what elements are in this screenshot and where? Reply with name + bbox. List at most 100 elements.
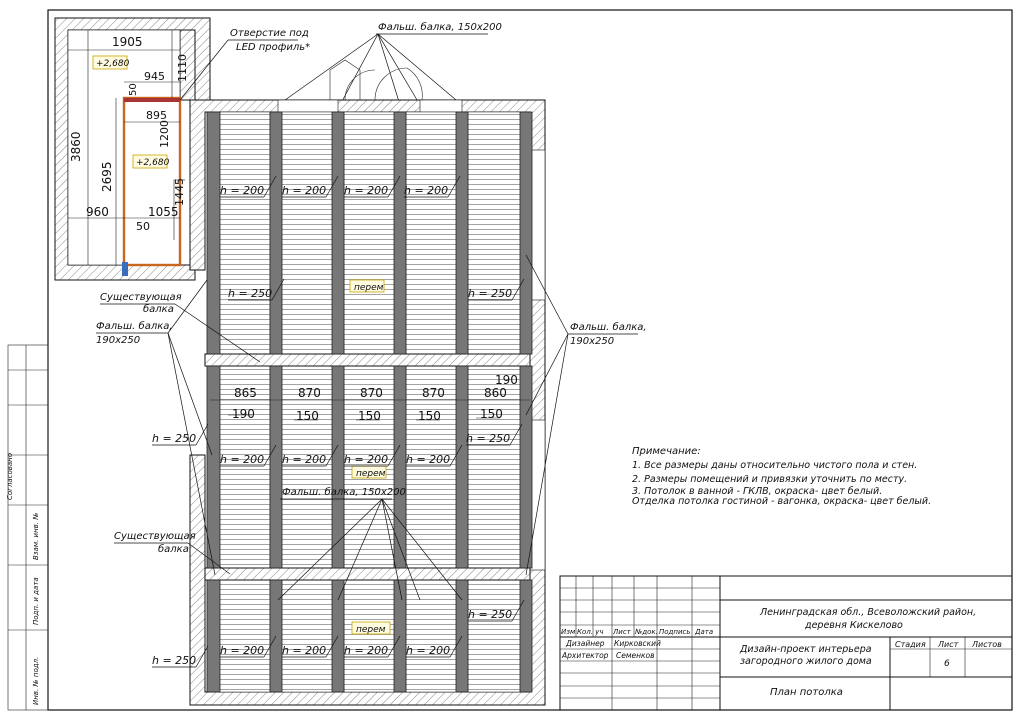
stamp-approved: Согласовано <box>6 453 14 500</box>
dim-50-bottom: 50 <box>136 220 150 233</box>
dim-870-c: 870 <box>422 386 445 400</box>
drawing-title: План потолка <box>770 687 843 698</box>
height-label: h = 200 <box>220 644 264 657</box>
col-izm: Изм <box>561 628 576 636</box>
dim-860: 860 <box>484 386 507 400</box>
title-block: Изм Кол. уч Лист №док. Подпись Дата Диза… <box>559 575 1013 711</box>
board-panel <box>279 111 335 355</box>
height-label-leader <box>447 175 461 198</box>
height-label-leader <box>263 175 277 198</box>
stamp-inv-orig: Инв. № подл. <box>32 657 40 705</box>
false-beam <box>206 365 221 569</box>
dim-3860: 3860 <box>69 131 83 162</box>
dim-2695: 2695 <box>100 161 114 192</box>
board-panel <box>343 579 397 693</box>
false-beam <box>519 579 533 693</box>
height-label-leader <box>263 635 277 658</box>
height-label-leader <box>449 635 463 658</box>
height-label-leader <box>271 278 285 301</box>
dim-895: 895 <box>146 109 167 122</box>
name-designer: Кирковский <box>614 639 661 648</box>
height-label-leader <box>263 444 277 467</box>
dim-865: 865 <box>234 386 257 400</box>
left-annotations: Существующая балка Фальш. балка, 190x250… <box>96 279 261 576</box>
height-label: h = 250 <box>466 432 510 445</box>
level-badge-top: +2,680 <box>96 59 130 69</box>
height-label-leader <box>449 444 463 467</box>
false-beam <box>269 111 283 355</box>
right-annotation: Фальш. балка, 190x250 <box>525 254 647 576</box>
dim-1200: 1200 <box>158 120 171 148</box>
bathroom-plan: 1905 1110 945 50 895 1200 3860 2695 1445… <box>54 17 211 281</box>
existing-beam-1-line2: балка <box>143 303 174 315</box>
false-beam <box>269 365 283 569</box>
note-4: Отделка потолка гостиной - вагонка, окра… <box>632 496 931 507</box>
notes-title: Примечание: <box>632 446 701 457</box>
false-beam-mid-label: Фальш. балка, 150x200 <box>282 486 406 498</box>
height-label-leader <box>325 175 339 198</box>
board-panel <box>467 579 523 693</box>
height-label-leader <box>509 423 523 446</box>
height-label-leader <box>387 444 401 467</box>
dim-870-b: 870 <box>360 386 383 400</box>
height-label: h = 250 <box>468 608 512 621</box>
dim-945: 945 <box>144 70 165 83</box>
location-line2: деревня Кискелово <box>804 620 903 631</box>
false-beam <box>206 111 221 355</box>
false-beam <box>519 111 533 355</box>
height-label: h = 200 <box>406 644 450 657</box>
dim-150-a: 150 <box>296 409 319 423</box>
col-kol: Кол. уч <box>577 628 603 636</box>
dim-190: 190 <box>232 407 255 421</box>
height-label-leader <box>325 444 339 467</box>
note-1: 1. Все размеры даны относительно чистого… <box>632 460 917 471</box>
height-label-leader <box>325 635 339 658</box>
existing-beam-2-line1: Существующая <box>114 531 196 542</box>
height-label: h = 250 <box>152 432 196 445</box>
project-line1: Дизайн-проект интерьера <box>739 644 872 655</box>
living-room-plan: перем перем перем <box>185 59 546 706</box>
false-beam <box>455 365 469 569</box>
note-3: 3. Потолок в ванной - ГКЛВ, окраска- цве… <box>632 486 882 497</box>
dim-1905: 1905 <box>112 35 143 49</box>
led-hole-line1: Отверстие под <box>230 28 309 39</box>
stamp-sign-date: Подп. и дата <box>32 577 40 625</box>
spacing-dims: 865 870 870 870 860 190 190 150 150 150 … <box>210 373 530 423</box>
false-beam-top-label: Фальш. балка, 150x200 <box>378 21 502 33</box>
col-doc: №док. <box>634 628 658 636</box>
name-architect: Семенков <box>616 651 655 660</box>
sheet-number: 6 <box>944 659 950 669</box>
existing-beam-1-line1: Существующая <box>100 292 182 303</box>
height-label: h = 200 <box>344 644 388 657</box>
height-labels: h = 200 h = 200 h = 200 h = 200 h = 250 h = 2… <box>152 175 525 668</box>
height-label: h = 250 <box>228 287 272 300</box>
height-label: h = 250 <box>468 287 512 300</box>
existing-beam-top <box>204 353 531 367</box>
location-line1: Ленинградская обл., Всеволожский район, <box>759 607 976 618</box>
height-label-leader <box>195 423 209 446</box>
false-beam <box>519 365 533 569</box>
false-beam <box>206 579 221 693</box>
perem-badge-3: перем <box>356 625 386 635</box>
col-sign: Подпись <box>659 628 691 636</box>
dim-1055: 1055 <box>148 205 179 219</box>
false-beam-top-note: Фальш. балка, 150x200 <box>277 21 502 106</box>
perem-badge-2: перем <box>356 469 386 479</box>
false-beam <box>455 111 469 355</box>
role-designer: Дизайнер <box>565 639 605 648</box>
height-label: h = 200 <box>344 453 388 466</box>
false-beams <box>206 111 533 693</box>
col-list: Лист <box>612 628 632 636</box>
false-beam <box>393 111 407 355</box>
dim-150-b: 150 <box>358 409 381 423</box>
height-label-leader <box>511 599 525 622</box>
height-label-leader <box>387 635 401 658</box>
led-hole-line2: LED профиль* <box>236 42 310 53</box>
height-label: h = 200 <box>282 453 326 466</box>
dim-190-top-right: 190 <box>495 373 518 387</box>
board-panel <box>279 579 335 693</box>
existing-beam-bottom <box>204 567 531 581</box>
board-panel <box>467 111 523 355</box>
note-2: 2. Размеры помещений и привязки уточнить… <box>632 474 907 485</box>
dim-870-a: 870 <box>298 386 321 400</box>
